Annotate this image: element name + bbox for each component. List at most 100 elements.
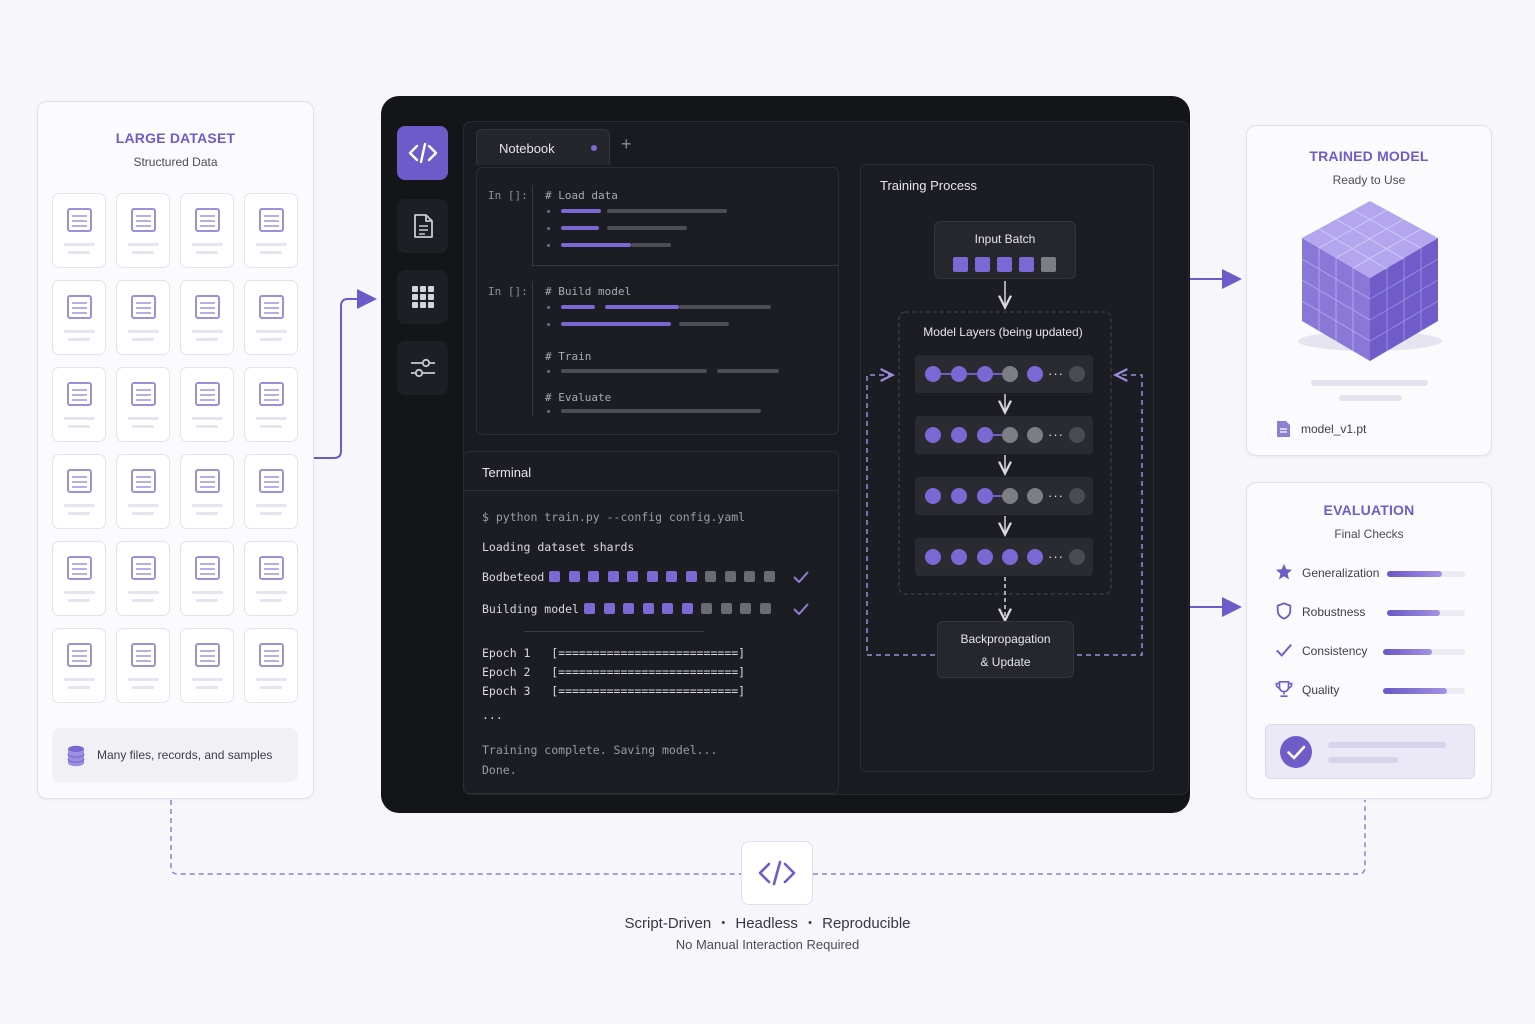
tag-script-driven: Script-Driven (624, 915, 712, 932)
neuron (1002, 427, 1018, 443)
file-line (192, 504, 223, 507)
neuron (977, 366, 993, 382)
file-line (128, 591, 159, 594)
terminal-separator (524, 631, 704, 632)
table-icon (67, 556, 92, 580)
file-line (68, 251, 90, 254)
file-line (260, 686, 282, 689)
tab-notebook[interactable]: Notebook (476, 129, 610, 165)
cell-1-prompt: In []: (488, 189, 528, 202)
progress-block (720, 603, 732, 614)
eval-robustness: Robustness (1275, 602, 1475, 622)
progress-block (588, 571, 599, 582)
file-line (196, 512, 218, 515)
batch-item (1019, 257, 1034, 272)
file-line (64, 504, 95, 507)
tag-separator: • (808, 917, 812, 929)
file-line (260, 425, 282, 428)
neuron (1069, 427, 1085, 443)
file-line (132, 599, 154, 602)
data-file-tile (244, 628, 298, 703)
model-layer: ··· (915, 477, 1093, 515)
table-icon (195, 382, 220, 406)
code-bullet (547, 370, 550, 373)
file-line (196, 338, 218, 341)
neuron (951, 488, 967, 504)
result-line (1328, 757, 1398, 763)
table-icon (259, 208, 284, 232)
model-layer: ··· (915, 538, 1093, 576)
neuron (977, 549, 993, 565)
table-icon (259, 643, 284, 667)
file-line (192, 417, 223, 420)
score-fill (1387, 571, 1442, 577)
epoch-3: Epoch 3 [==========================] (482, 684, 746, 698)
score-track (1387, 571, 1465, 577)
file-line (196, 599, 218, 602)
epoch-2: Epoch 2 [==========================] (482, 665, 746, 679)
cell-2-comment-build: # Build model (545, 285, 632, 298)
code-icon (758, 860, 796, 886)
file-line (64, 678, 95, 681)
data-file-tile (180, 628, 234, 703)
sidebar-code-button[interactable] (397, 126, 448, 180)
data-file-tile (180, 367, 234, 442)
file-line (128, 243, 159, 246)
data-file-tile (52, 367, 106, 442)
code-line (679, 305, 771, 309)
eval-label: Consistency (1302, 644, 1368, 658)
file-line (256, 591, 287, 594)
progress-block (568, 571, 580, 582)
table-icon (67, 469, 92, 493)
add-tab-button[interactable]: + (621, 134, 632, 154)
table-icon (131, 208, 156, 232)
progress-block (740, 603, 751, 614)
sidebar-grid-button[interactable] (397, 270, 448, 324)
neuron (951, 549, 967, 565)
table-icon (195, 469, 220, 493)
file-line (68, 338, 90, 341)
table-icon (67, 643, 92, 667)
training-ide-window: Notebook + In []: # Load data In []: # B… (381, 96, 1190, 813)
cell-divider (532, 265, 838, 266)
backprop-line1: Backpropagation (960, 632, 1051, 646)
neuron (1027, 427, 1043, 443)
star-icon (1275, 563, 1293, 580)
sidebar-document-button[interactable] (397, 199, 448, 253)
score-fill (1383, 649, 1433, 655)
data-file-tile (244, 280, 298, 355)
data-file-tile (52, 280, 106, 355)
code-line (631, 243, 671, 247)
footer-code-badge (741, 841, 813, 905)
file-line (256, 417, 287, 420)
neuron (925, 366, 941, 382)
file-line (64, 330, 95, 333)
progress-block (759, 603, 771, 614)
evaluation-subtitle: Final Checks (1334, 527, 1404, 541)
score-fill (1387, 610, 1441, 616)
training-process-title: Training Process (880, 178, 978, 193)
file-line (68, 425, 90, 428)
neuron (1002, 549, 1018, 565)
eval-quality: Quality (1275, 680, 1475, 700)
file-line (256, 504, 287, 507)
score-track (1383, 649, 1465, 655)
progress-block (646, 571, 658, 582)
sidebar-settings-button[interactable] (397, 341, 448, 395)
code-line (561, 209, 601, 213)
neuron (1002, 488, 1018, 504)
code-line (679, 322, 729, 326)
neuron (951, 366, 967, 382)
code-bullet (547, 306, 550, 309)
terminal-progress-label-1: Bodbeteod (482, 570, 545, 584)
file-line (256, 243, 287, 246)
terminal-done: Done. (482, 763, 517, 777)
batch-item (975, 257, 990, 272)
table-icon (131, 643, 156, 667)
check-icon (793, 571, 809, 583)
code-line (561, 305, 595, 309)
trained-model-subtitle: Ready to Use (1332, 173, 1406, 187)
progress-block (642, 603, 654, 614)
eval-label: Robustness (1302, 605, 1366, 619)
